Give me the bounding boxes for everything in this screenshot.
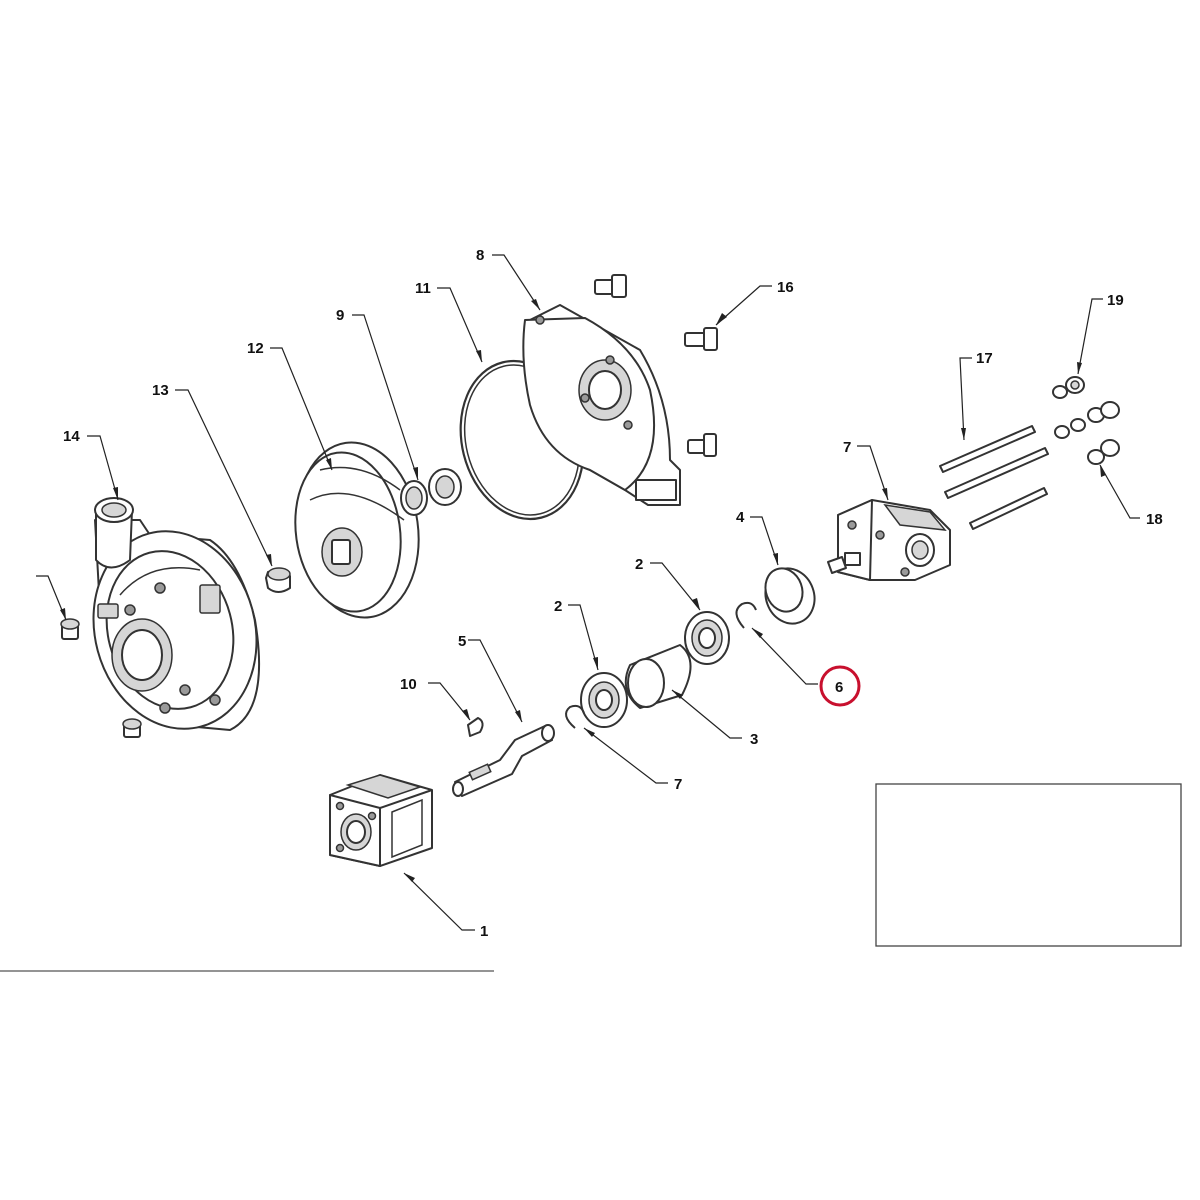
part-18-washers-nuts	[1052, 385, 1120, 465]
callout-2-lower: 2	[554, 598, 562, 615]
callout-11: 11	[415, 280, 431, 297]
callout-3: 3	[750, 731, 758, 748]
callout-8: 8	[476, 247, 484, 264]
leader-lines	[36, 254, 1140, 931]
part-12-impeller	[294, 441, 420, 619]
callout-6: 6	[835, 679, 843, 696]
part-9-seal	[400, 468, 462, 516]
part-4-ring	[764, 567, 816, 625]
housing-screw-bottom	[122, 718, 142, 738]
callout-9: 9	[336, 307, 344, 324]
part-16-bolt-middle	[684, 327, 718, 351]
part-7-motor-housing	[827, 499, 951, 581]
part-3-spacer	[624, 644, 692, 709]
callout-13: 13	[152, 382, 169, 399]
part-13-plug	[265, 567, 291, 593]
callout-7-upper: 7	[843, 439, 851, 456]
callout-1: 1	[480, 923, 488, 940]
callout-4: 4	[736, 509, 745, 526]
part-5-shaft	[452, 724, 555, 797]
callout-17: 17	[976, 350, 993, 367]
callout-18: 18	[1146, 511, 1163, 528]
part-19-nut	[1065, 376, 1085, 394]
part-16-bolt-upper	[594, 274, 627, 298]
highlight-circle-callout-6	[819, 665, 861, 707]
info-box	[875, 783, 1182, 947]
part-2-bearing-lower	[580, 672, 628, 728]
callout-5: 5	[458, 633, 466, 650]
callout-14: 14	[63, 428, 80, 445]
callout-2-upper: 2	[635, 556, 643, 573]
housing-screw-top	[60, 618, 80, 640]
part-17-rods	[939, 425, 1049, 530]
part-8-backplate	[522, 304, 681, 506]
callout-16: 16	[777, 279, 794, 296]
callout-7-lower: 7	[674, 776, 682, 793]
part-16-bolt-lower	[687, 433, 717, 457]
callout-10: 10	[400, 676, 417, 693]
callout-19: 19	[1107, 292, 1124, 309]
arrowheads	[60, 299, 1106, 882]
part-6-retaining-ring	[735, 601, 757, 629]
part-1-bearing-housing	[329, 774, 433, 867]
part-7-retaining-clip	[565, 704, 585, 729]
part-10-key	[467, 717, 484, 737]
part-2-bearing-upper	[684, 611, 730, 665]
callout-12: 12	[247, 340, 264, 357]
callout-labels: 8 11 9 12 13 14 16 17 19 18 7 4 2 2 6 3 …	[63, 247, 1163, 940]
part-14-pump-housing	[92, 497, 261, 731]
